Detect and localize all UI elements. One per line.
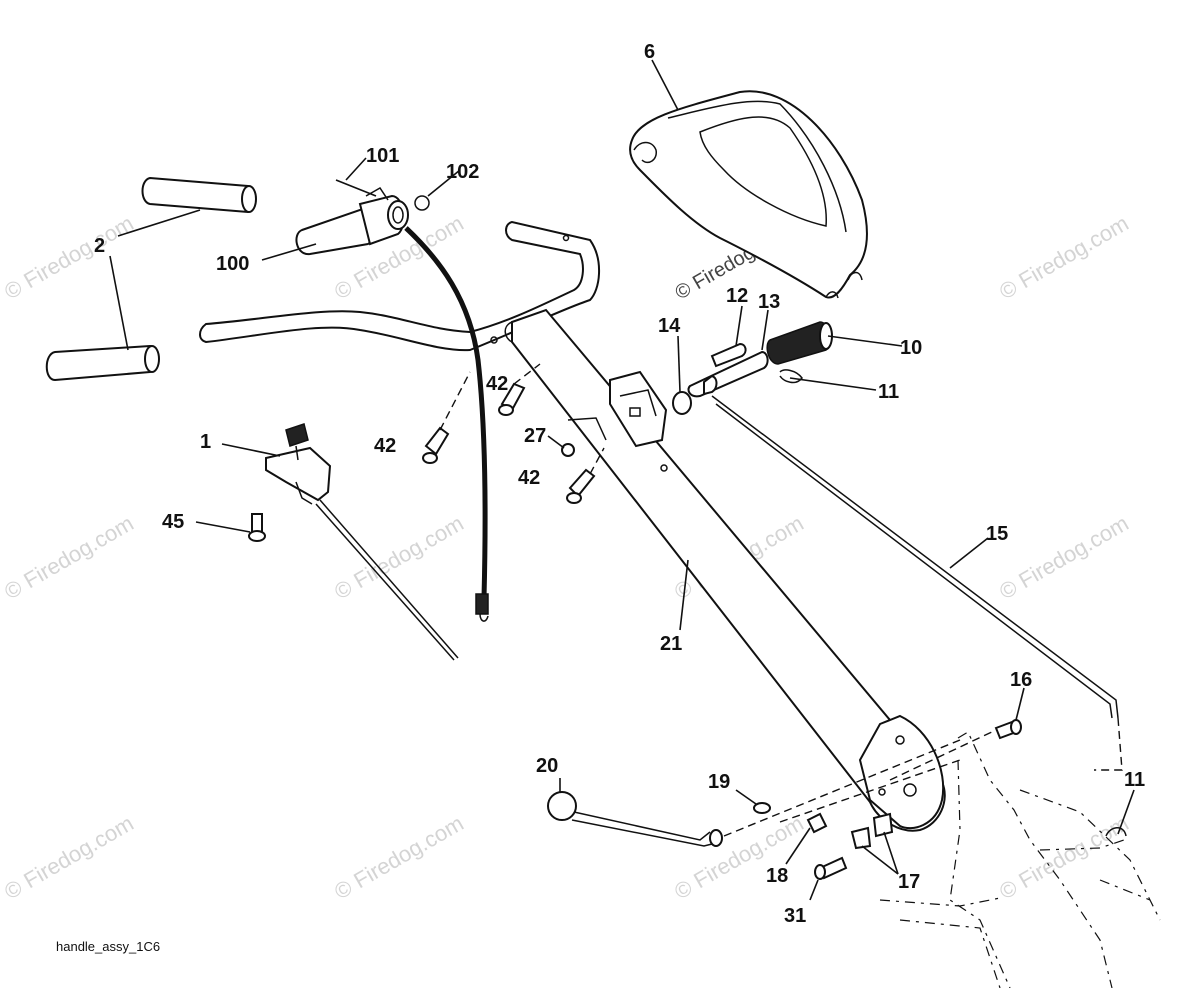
callout-17: 17 (898, 871, 920, 893)
callout-42-upper: 42 (486, 373, 508, 395)
callout-42-lower: 42 (518, 467, 540, 489)
callout-11-upper: 11 (878, 381, 899, 403)
callout-15: 15 (986, 523, 1008, 545)
callout-14: 14 (658, 315, 681, 337)
callout-19: 19 (708, 771, 730, 793)
callout-6: 6 (644, 41, 655, 63)
tiller-frame-outline (879, 731, 1161, 988)
grip-parts (45, 176, 257, 382)
callout-18: 18 (766, 865, 788, 887)
watermark: © Firedog.com (995, 810, 1133, 904)
callout-100: 100 (216, 253, 249, 275)
callout-31: 31 (784, 905, 806, 927)
callout-101: 101 (366, 145, 399, 167)
callout-2: 2 (94, 235, 105, 257)
throttle-cable-part (404, 226, 489, 622)
diagram-caption: handle_assy_1C6 (56, 939, 160, 954)
watermark: © Firedog.com (330, 810, 468, 904)
callout-1: 1 (200, 431, 211, 453)
leader-lines (109, 59, 1135, 901)
callout-13: 13 (758, 291, 780, 313)
handlebar-part (199, 220, 601, 352)
callout-45: 45 (162, 511, 184, 533)
shift-bracket-part (567, 370, 668, 448)
callout-12: 12 (726, 285, 748, 307)
watermark: © Firedog.com (670, 810, 808, 904)
callout-11-lower: 11 (1124, 769, 1145, 791)
twist-grip-part (295, 179, 430, 256)
callout-102: 102 (446, 161, 479, 183)
handle-cover-part (629, 90, 868, 299)
callout-42-left: 42 (374, 435, 396, 457)
callout-labels: 2 6 101 102 100 12 13 14 10 11 42 42 1 2… (94, 41, 1145, 927)
shift-rod-part (711, 395, 1123, 771)
fastener-parts (422, 363, 605, 504)
watermark: © Firedog.com (0, 810, 138, 904)
callout-10: 10 (900, 337, 922, 359)
shift-lever-parts (672, 321, 833, 415)
callout-16: 16 (1010, 669, 1032, 691)
callout-27: 27 (524, 425, 546, 447)
callout-20: 20 (536, 755, 558, 777)
main-tube-part (504, 308, 946, 832)
callout-21: 21 (660, 633, 682, 655)
control-bracket-part (248, 423, 459, 661)
watermark: © Firedog.com (0, 510, 138, 604)
watermark: © Firedog.com (995, 510, 1133, 604)
watermark: © Firedog.com (995, 210, 1133, 304)
